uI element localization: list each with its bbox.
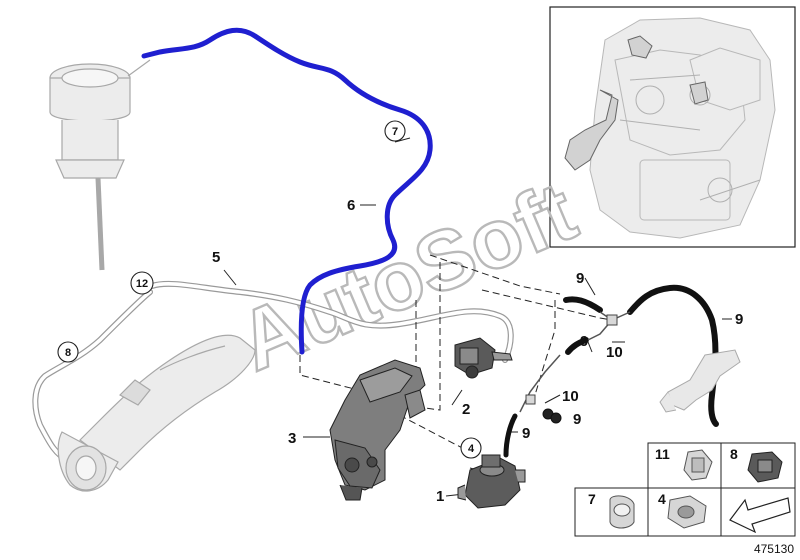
label-9-middle: 9 bbox=[580, 333, 588, 350]
legend: 11 8 7 4 bbox=[574, 442, 796, 537]
label-10-lower: 10 bbox=[562, 388, 579, 405]
mounting-bracket-right bbox=[659, 349, 741, 413]
label-1: 1 bbox=[436, 488, 444, 505]
callout-circle-8 bbox=[57, 341, 79, 363]
label-5: 5 bbox=[212, 249, 220, 266]
legend-clip-7 bbox=[609, 495, 635, 529]
label-9-cap: 9 bbox=[573, 411, 581, 428]
leader-lines bbox=[223, 137, 732, 497]
pressure-converter-2 bbox=[454, 337, 513, 379]
t-connector-10 bbox=[525, 314, 618, 405]
vacuum-line-5 bbox=[149, 280, 514, 363]
legend-label-7: 7 bbox=[588, 491, 596, 507]
legend-label-4: 4 bbox=[658, 491, 666, 507]
legend-nut-4 bbox=[667, 495, 707, 529]
watermark: AutoSoft bbox=[225, 164, 588, 389]
label-3: 3 bbox=[288, 430, 296, 447]
vacuum-hose-9-upper bbox=[563, 296, 603, 313]
engine-inset bbox=[549, 6, 796, 248]
vacuum-hose-9-lower bbox=[503, 413, 518, 458]
label-2: 2 bbox=[462, 401, 470, 418]
vacuum-hose-9-right bbox=[627, 284, 719, 427]
label-6: 6 bbox=[347, 197, 355, 214]
wastegate-actuator bbox=[49, 59, 151, 271]
vacuum-hose-9-middle bbox=[565, 337, 589, 355]
callout-4-text: 4 bbox=[468, 443, 475, 455]
callout-circle-12 bbox=[130, 271, 154, 295]
legend-clip-8 bbox=[747, 451, 783, 483]
legend-clip-11 bbox=[683, 449, 713, 481]
hose-caps-9 bbox=[542, 408, 562, 424]
solenoid-valve-1 bbox=[457, 454, 526, 509]
legend-label-8: 8 bbox=[730, 446, 738, 462]
label-9-right: 9 bbox=[735, 311, 743, 328]
label-9-upper: 9 bbox=[576, 270, 584, 287]
circled-callouts bbox=[57, 120, 482, 459]
legend-arrow-icon bbox=[729, 497, 791, 534]
highlighted-parts-inset bbox=[564, 35, 709, 171]
callout-circle-7 bbox=[384, 120, 406, 142]
callout-circle-4 bbox=[460, 437, 482, 459]
legend-label-11: 11 bbox=[655, 446, 670, 462]
label-10-upper: 10 bbox=[606, 344, 623, 361]
vacuum-hose-6-highlighted bbox=[141, 27, 433, 355]
vacuum-line-8 bbox=[32, 289, 153, 463]
charge-air-pipe bbox=[57, 334, 256, 492]
callout-7-text: 7 bbox=[392, 126, 398, 138]
callout-8-text: 8 bbox=[65, 347, 71, 359]
label-9-lower: 9 bbox=[522, 425, 530, 442]
diagram-number: 475130 bbox=[754, 542, 794, 556]
callout-12-text: 12 bbox=[136, 278, 148, 290]
valve-bracket-3 bbox=[329, 359, 426, 501]
